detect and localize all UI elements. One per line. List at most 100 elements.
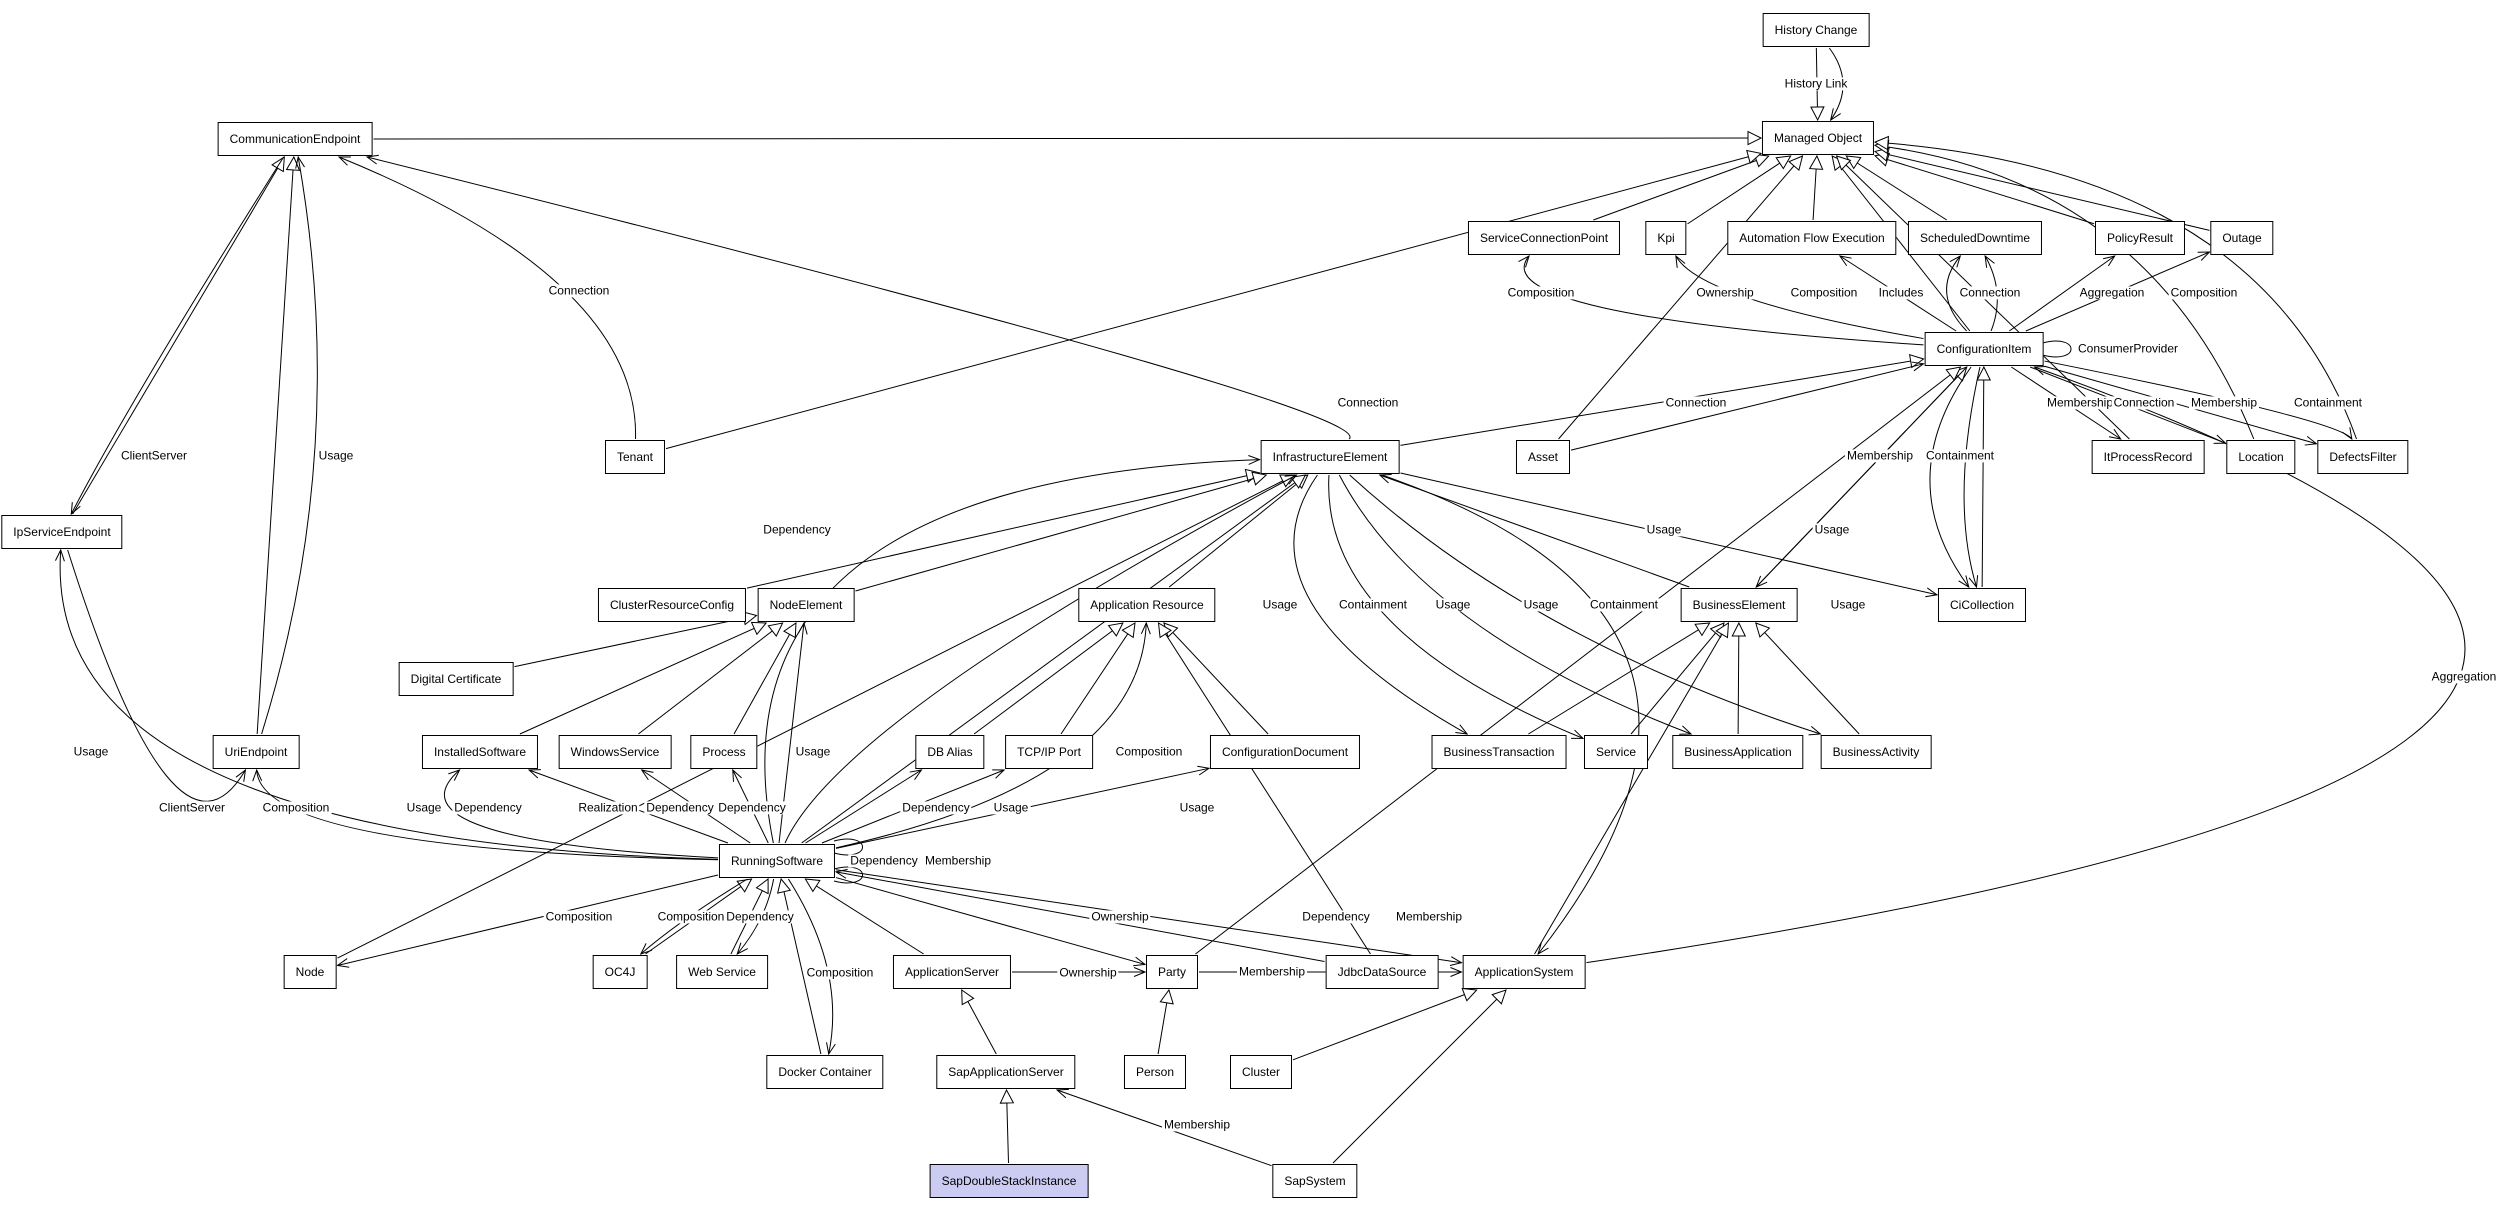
node-PolicyResult[interactable]: PolicyResult (2094, 221, 2186, 255)
node-DBAlias[interactable]: DB Alias (915, 735, 985, 769)
node-DigitalCertificate[interactable]: Digital Certificate (398, 662, 514, 696)
node-SapApplicationServer[interactable]: SapApplicationServer (936, 1055, 1076, 1089)
edge-label-history-link: History Link (1782, 76, 1850, 91)
node-DefectsFilter[interactable]: DefectsFilter (2317, 440, 2409, 474)
generalization-arrowhead-icon (1788, 155, 1804, 171)
node-TCPIPPort[interactable]: TCP/IP Port (1005, 735, 1093, 769)
generalization-arrowhead-icon (1251, 471, 1268, 486)
node-NodeElement[interactable]: NodeElement (757, 588, 855, 622)
node-Tenant[interactable]: Tenant (604, 440, 666, 474)
node-ItProcessRecord[interactable]: ItProcessRecord (2091, 440, 2205, 474)
association-arrowhead-icon (834, 868, 848, 879)
node-HistoryChange[interactable]: History Change (1762, 13, 1870, 47)
node-CiCollection[interactable]: CiCollection (1937, 588, 2027, 622)
edge-label-dependency: Dependency (848, 853, 920, 868)
generalization-arrowhead-icon (1107, 622, 1124, 637)
node-Location[interactable]: Location (2226, 440, 2296, 474)
edge-ApplicationSystem-ConfigurationItem (1586, 366, 2466, 964)
edge-JdbcDataSource-ApplicationResource (1158, 622, 1371, 955)
node-DockerContainer[interactable]: Docker Container (766, 1055, 884, 1089)
edge-label-usage: Usage (793, 744, 833, 759)
node-Party[interactable]: Party (1145, 955, 1199, 989)
generalization-arrowhead-icon (1945, 366, 1962, 382)
edge-label-composition: Composition (260, 800, 332, 815)
edge-ConfigurationItem-BusinessElement (1755, 366, 1968, 588)
node-JdbcDataSource[interactable]: JdbcDataSource (1325, 955, 1439, 989)
edge-label-dependency: Dependency (724, 909, 796, 924)
generalization-arrowhead-icon (1845, 155, 1862, 170)
node-Cluster[interactable]: Cluster (1229, 1055, 1293, 1089)
node-Kpi[interactable]: Kpi (1645, 221, 1687, 255)
node-BusinessApplication[interactable]: BusinessApplication (1672, 735, 1804, 769)
generalization-arrowhead-icon (961, 989, 975, 1006)
edge-BusinessActivity-BusinessElement (1755, 622, 1860, 735)
edge-SapSystem-ApplicationSystem (1332, 989, 1507, 1164)
node-Node[interactable]: Node (283, 955, 337, 989)
association-arrowhead-icon (2108, 428, 2122, 440)
generalization-arrowhead-icon (1747, 130, 1763, 146)
association-arrowhead-icon (2304, 436, 2318, 446)
node-OC4J[interactable]: OC4J (592, 955, 648, 989)
edge-label-composition: Composition (543, 909, 615, 924)
edge-ConfigurationItem-ScheduledDowntime (1946, 255, 1968, 332)
edge-label-dependency: Dependency (716, 800, 788, 815)
edge-label-usage: Usage (1828, 597, 1868, 612)
node-WindowsService[interactable]: WindowsService (558, 735, 672, 769)
node-ApplicationServer[interactable]: ApplicationServer (892, 955, 1012, 989)
node-BusinessElement[interactable]: BusinessElement (1680, 588, 1798, 622)
association-arrowhead-icon (1518, 254, 1530, 268)
association-arrowhead-icon (1755, 575, 1768, 588)
node-ConfigurationDocument[interactable]: ConfigurationDocument (1209, 735, 1361, 769)
node-ServiceConnectionPoint[interactable]: ServiceConnectionPoint (1467, 221, 1621, 255)
node-UriEndpoint[interactable]: UriEndpoint (212, 735, 300, 769)
edge-RunningSoftware-Party (835, 877, 1146, 965)
node-ManagedObject[interactable]: Managed Object (1761, 121, 1875, 155)
edge-label-composition: Composition (1788, 285, 1860, 300)
node-ApplicationResource[interactable]: Application Resource (1078, 588, 1216, 622)
edge-RunningSoftware-InfrastructureElement (801, 474, 1306, 844)
edge-Party-ConfigurationItem (1195, 366, 1961, 955)
edge-InfrastructureElement-ApplicationSystem (1381, 474, 1640, 955)
node-InstalledSoftware[interactable]: InstalledSoftware (421, 735, 539, 769)
edge-InfrastructureElement-Service (1328, 474, 1584, 739)
edge-label-includes: Includes (1876, 285, 1926, 300)
node-InfrastructureElement[interactable]: InfrastructureElement (1260, 440, 1400, 474)
association-arrowhead-icon (1378, 474, 1392, 484)
node-ConfigurationItem[interactable]: ConfigurationItem (1924, 332, 2044, 366)
edge-label-connection: Connection (1663, 395, 1729, 410)
edge-CiCollection-ConfigurationItem (1981, 366, 1985, 588)
edge-Node-InfrastructureElement (337, 474, 1295, 959)
edge-label-containment: Containment (2291, 395, 2365, 410)
node-Outage[interactable]: Outage (2210, 221, 2274, 255)
node-IpServiceEndpoint[interactable]: IpServiceEndpoint (1, 515, 123, 549)
node-CommunicationEndpoint[interactable]: CommunicationEndpoint (217, 122, 373, 156)
node-ApplicationSystem[interactable]: ApplicationSystem (1462, 955, 1586, 989)
node-ClusterResourceConfig[interactable]: ClusterResourceConfig (597, 588, 747, 622)
node-ScheduledDowntime[interactable]: ScheduledDowntime (1907, 221, 2043, 255)
association-arrowhead-icon (826, 1042, 836, 1056)
node-BusinessActivity[interactable]: BusinessActivity (1820, 735, 1932, 769)
node-Asset[interactable]: Asset (1515, 440, 1571, 474)
edge-label-containment: Containment (1336, 597, 1410, 612)
edge-label-usage: Usage (1260, 597, 1300, 612)
association-arrowhead-icon (1197, 765, 1211, 776)
edge-ConfigurationItem-CiCollection (1963, 366, 1981, 588)
edge-label-connection: Connection (1957, 285, 2023, 300)
node-WebService[interactable]: Web Service (676, 955, 768, 989)
association-arrowhead-icon (992, 769, 1006, 779)
edge-label-containment: Containment (1923, 448, 1997, 463)
edge-ScheduledDowntime-ManagedObject (1845, 155, 1948, 221)
node-Process[interactable]: Process (690, 735, 758, 769)
node-RunningSoftware[interactable]: RunningSoftware (718, 844, 836, 878)
node-Service[interactable]: Service (1583, 735, 1649, 769)
node-SapSystem[interactable]: SapSystem (1272, 1164, 1358, 1198)
association-arrowhead-icon (736, 942, 749, 956)
node-Person[interactable]: Person (1123, 1055, 1187, 1089)
node-SapDoubleStackInstance[interactable]: SapDoubleStackInstance (929, 1164, 1089, 1198)
edge-label-usage: Usage (316, 448, 356, 463)
edge-ClusterResourceConfig-InfrastructureElement (746, 472, 1260, 589)
generalization-arrowhead-icon (776, 877, 792, 894)
node-BusinessTransaction[interactable]: BusinessTransaction (1431, 735, 1567, 769)
node-AutomationFlowExecution[interactable]: Automation Flow Execution (1727, 221, 1897, 255)
edge-CommunicationEndpoint-ManagedObject (373, 137, 1762, 140)
